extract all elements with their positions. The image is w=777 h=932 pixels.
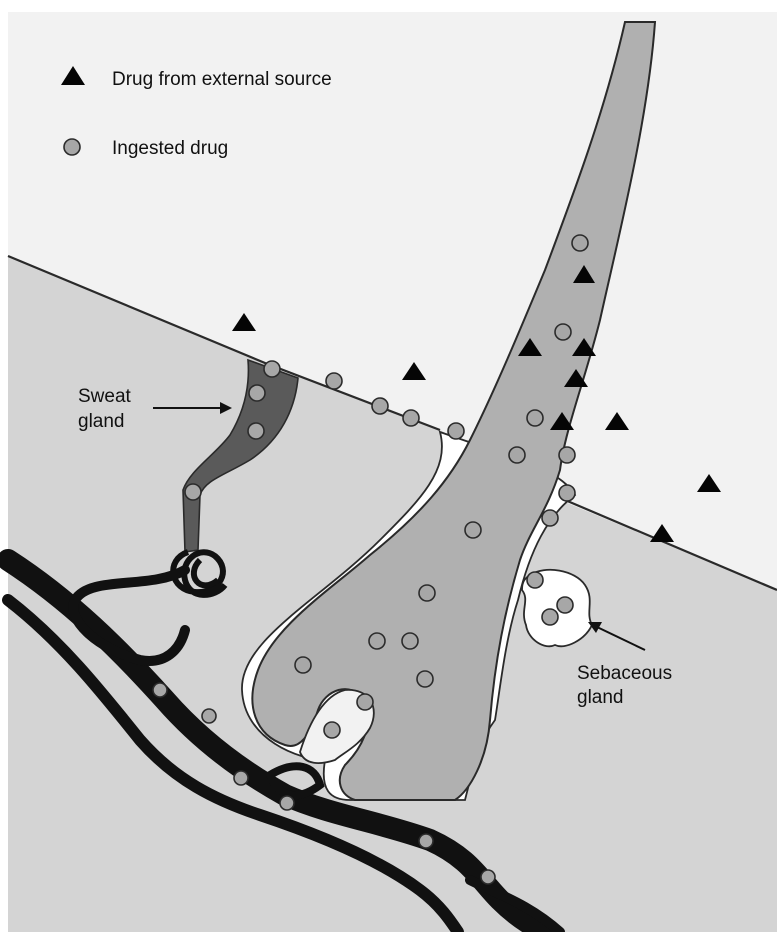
ingested-drug-dot xyxy=(369,633,385,649)
ingested-drug-dot xyxy=(403,410,419,426)
ingested-drug-dot xyxy=(357,694,373,710)
ingested-drug-dot xyxy=(465,522,481,538)
ingested-drug-dot xyxy=(153,683,167,697)
ingested-drug-dot xyxy=(509,447,525,463)
ingested-drug-dot xyxy=(324,722,340,738)
ingested-drug-dot xyxy=(234,771,248,785)
sebaceous-gland-label-line2: gland xyxy=(577,687,624,708)
ingested-drug-dot xyxy=(559,447,575,463)
ingested-drug-dot xyxy=(248,423,264,439)
ingested-drug-dot xyxy=(559,485,575,501)
legend-ingested-label: Ingested drug xyxy=(112,138,228,159)
ingested-drug-dot xyxy=(572,235,588,251)
sebaceous-gland-label-line1: Sebaceous xyxy=(577,663,672,684)
ingested-drug-dot xyxy=(264,361,280,377)
ingested-drug-dot xyxy=(185,484,201,500)
ingested-drug-dot xyxy=(202,709,216,723)
ingested-drug-dot xyxy=(542,609,558,625)
ingested-drug-dot xyxy=(481,870,495,884)
sweat-gland-label-line1: Sweat xyxy=(78,386,132,407)
ingested-drug-dot xyxy=(557,597,573,613)
ingested-drug-dot xyxy=(249,385,265,401)
ingested-drug-dot xyxy=(295,657,311,673)
ingested-drug-dot xyxy=(542,510,558,526)
ingested-drug-dot xyxy=(402,633,418,649)
ingested-drug-dot xyxy=(417,671,433,687)
ingested-drug-dot xyxy=(419,585,435,601)
ingested-drug-dot xyxy=(448,423,464,439)
ingested-drug-dot xyxy=(372,398,388,414)
ingested-drug-dot xyxy=(527,572,543,588)
ingested-drug-dot xyxy=(555,324,571,340)
ingested-drug-dot xyxy=(326,373,342,389)
ingested-drug-dot xyxy=(419,834,433,848)
sweat-gland-label-line2: gland xyxy=(78,411,125,432)
legend-circle-icon xyxy=(64,139,80,155)
legend-external-label: Drug from external source xyxy=(112,69,332,90)
ingested-drug-dot xyxy=(527,410,543,426)
ingested-drug-dot xyxy=(280,796,294,810)
